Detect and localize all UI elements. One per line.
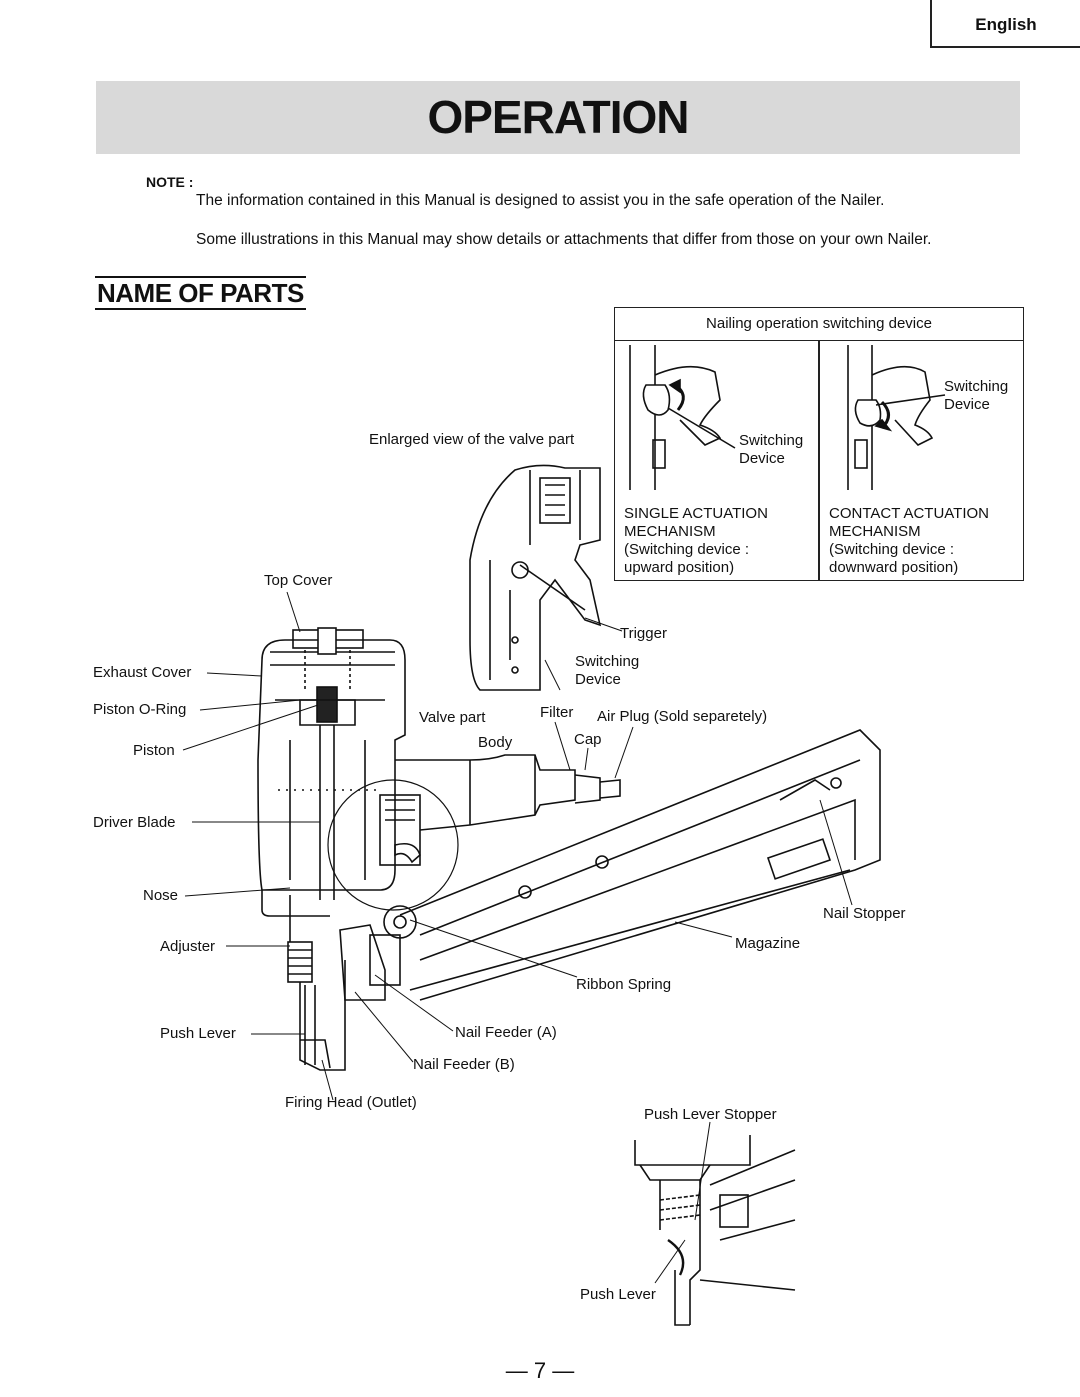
label-push-lever-detail: Push Lever [580,1286,656,1303]
note-line-2: Some illustrations in this Manual may sh… [196,231,932,248]
contact-actuation-line-4: downward position) [829,559,959,576]
language-tab: English [930,0,1080,48]
note-line-1: The information contained in this Manual… [196,192,885,209]
switching-box-header: Nailing operation switching device [614,307,1024,341]
label-exhaust-cover: Exhaust Cover [93,664,192,681]
label-nose: Nose [143,887,179,904]
label-body: Body [478,734,513,751]
label-nail-feeder-b: Nail Feeder (B) [413,1056,515,1073]
switching-device-label-left-2: Device [739,450,785,467]
label-switching-2: Device [575,671,621,688]
note-label: NOTE : [146,174,194,190]
single-actuation-line-2: MECHANISM [624,523,716,540]
label-adjuster: Adjuster [160,938,216,955]
label-trigger: Trigger [620,625,667,642]
handle [379,754,621,866]
name-of-parts-title: NAME OF PARTS [95,276,306,310]
switching-box-divider [818,341,820,581]
nail-feeder [339,905,417,1001]
label-driver-blade: Driver Blade [93,814,176,831]
single-actuation-line-4: upward position) [624,559,735,576]
label-push-lever-stopper: Push Lever Stopper [644,1106,777,1123]
label-firing-head: Firing Head (Outlet) [285,1094,417,1111]
label-piston: Piston [133,742,175,759]
label-valve-part: Valve part [419,709,486,726]
section-heading: OPERATION [96,81,1020,154]
label-cap: Cap [574,731,602,748]
label-switching-1: Switching [575,653,640,670]
single-actuation-line-3: (Switching device : [624,541,750,558]
contact-actuation-line-3: (Switching device : [829,541,955,558]
switch-illustration-right [847,345,946,490]
cylinder-body [257,627,406,917]
enlarged-view-caption: Enlarged view of the valve part [369,431,575,448]
label-ribbon-spring: Ribbon Spring [576,976,672,993]
enlarged-valve-view [469,464,602,691]
label-top-cover: Top Cover [264,572,333,589]
nose-assembly [287,895,346,1071]
label-nail-feeder-a: Nail Feeder (A) [455,1024,557,1041]
magazine [399,729,881,1001]
contact-actuation-line-2: MECHANISM [829,523,921,540]
switching-device-label-left-1: Switching [739,432,804,449]
label-filter: Filter [540,704,574,721]
label-air-plug: Air Plug (Sold separetely) [597,708,768,725]
switching-device-label-right-1: Switching [944,378,1009,395]
label-piston-oring: Piston O-Ring [93,701,187,718]
contact-actuation-line-1: CONTACT ACTUATION [829,505,990,522]
push-lever-detail [634,1135,796,1326]
page-number: — 7 — [505,1358,575,1383]
single-actuation-line-1: SINGLE ACTUATION [624,505,768,522]
label-magazine: Magazine [735,935,801,952]
label-push-lever: Push Lever [160,1025,236,1042]
label-nail-stopper: Nail Stopper [823,905,906,922]
switching-device-label-right-2: Device [944,396,990,413]
leader-lines [182,591,853,1284]
switch-illustration-left [629,345,736,490]
